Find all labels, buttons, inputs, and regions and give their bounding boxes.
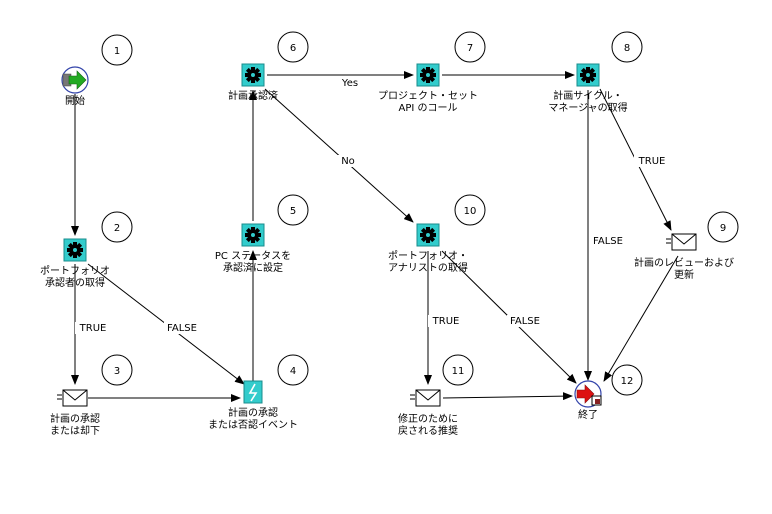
gear-icon bbox=[245, 67, 261, 83]
node-label: 計画サイクル・ bbox=[553, 89, 623, 102]
node-label: 終了 bbox=[578, 408, 598, 421]
step-number: 2 bbox=[114, 223, 120, 234]
edge-line bbox=[603, 255, 679, 382]
edge-n6-n10: No bbox=[264, 88, 414, 223]
edge-label: TRUE bbox=[432, 316, 460, 327]
edge-label-bg bbox=[75, 322, 111, 334]
step-number-badge: 2 bbox=[101, 211, 133, 243]
edge-n9-end bbox=[603, 255, 679, 382]
step-number: 5 bbox=[290, 206, 296, 217]
edge-line bbox=[442, 392, 573, 401]
gear-icon bbox=[245, 227, 261, 243]
step-number-badge: 12 bbox=[611, 364, 643, 396]
edge-label-bg bbox=[428, 315, 464, 327]
edge-label: No bbox=[341, 156, 355, 167]
step-number: 4 bbox=[290, 366, 296, 377]
start-arrow-icon bbox=[61, 66, 89, 94]
node-label: 更新 bbox=[674, 268, 694, 281]
node-n8[interactable]: 計画サイクル・マネージャの取得 8 bbox=[548, 31, 643, 114]
edge-label-bg bbox=[164, 322, 200, 334]
step-number-badge: 11 bbox=[442, 354, 474, 386]
gear-icon bbox=[580, 67, 596, 83]
envelope-icon bbox=[666, 233, 697, 251]
node-label: ポートフォリオ bbox=[40, 265, 110, 277]
end-arrow-icon bbox=[574, 380, 602, 408]
step-number-badge: 6 bbox=[277, 31, 309, 63]
gear-icon bbox=[67, 242, 83, 258]
step-number: 10 bbox=[464, 206, 477, 217]
node-label: 計画の承認 bbox=[50, 412, 100, 425]
node-start[interactable]: 開始 1 bbox=[61, 34, 133, 107]
node-label: 開始 bbox=[65, 94, 85, 107]
node-end[interactable]: 終了 12 bbox=[574, 364, 643, 421]
event-icon-frame bbox=[243, 380, 263, 404]
step-number-badge: 5 bbox=[277, 194, 309, 226]
step-number-badge: 1 bbox=[101, 34, 133, 66]
edge-n11-end bbox=[442, 392, 573, 401]
node-label: または却下 bbox=[50, 425, 100, 437]
edge-n2-n3: TRUE bbox=[71, 264, 111, 385]
node-label: 計画のレビューおよび bbox=[634, 256, 734, 269]
lightning-icon bbox=[248, 383, 258, 402]
step-number: 12 bbox=[621, 376, 634, 387]
node-n6[interactable]: 計画承認済 6 bbox=[228, 31, 309, 102]
gear-icon bbox=[420, 227, 436, 243]
edge-label-bg bbox=[507, 315, 543, 327]
node-label: ポートフォリオ・ bbox=[388, 250, 468, 262]
step-number: 9 bbox=[720, 223, 726, 234]
edge-label: FALSE bbox=[510, 316, 540, 327]
node-label: 承認済に設定 bbox=[223, 261, 283, 274]
step-number: 11 bbox=[452, 366, 465, 377]
gear-icon bbox=[420, 67, 436, 83]
step-number-badge: 8 bbox=[611, 31, 643, 63]
edge-n8-n9: TRUE bbox=[599, 88, 672, 231]
node-label: アナリストの取得 bbox=[388, 262, 468, 274]
edge-n6-n7: Yes bbox=[267, 71, 414, 89]
step-number: 7 bbox=[467, 43, 473, 54]
step-number-badge: 10 bbox=[454, 194, 486, 226]
edge-n10-end: FALSE bbox=[441, 250, 577, 384]
step-number: 8 bbox=[624, 43, 630, 54]
node-label: 戻される推奨 bbox=[398, 424, 458, 437]
step-number-badge: 3 bbox=[101, 354, 133, 386]
edge-label-bg bbox=[332, 77, 368, 89]
edge-label-bg bbox=[590, 235, 626, 247]
edge-n8-end: FALSE bbox=[584, 90, 626, 381]
node-label: PC ステータスを bbox=[215, 250, 291, 262]
node-label: 修正のために bbox=[398, 412, 458, 425]
step-number: 3 bbox=[114, 366, 120, 377]
node-n10[interactable]: ポートフォリオ・アナリストの取得 10 bbox=[388, 194, 486, 274]
node-label: マネージャの取得 bbox=[548, 102, 627, 114]
step-number-badge: 4 bbox=[277, 354, 309, 386]
node-label: 承認者の取得 bbox=[45, 276, 105, 289]
edge-label-bg bbox=[634, 155, 670, 167]
node-label: 計画承認済 bbox=[228, 89, 278, 102]
edge-label: FALSE bbox=[167, 323, 197, 334]
edge-label: TRUE bbox=[79, 323, 107, 334]
edge-label-bg bbox=[330, 155, 366, 167]
edge-label: FALSE bbox=[593, 236, 623, 247]
edge-n2-n4: FALSE bbox=[87, 263, 245, 385]
edge-label: TRUE bbox=[638, 156, 666, 167]
node-label: プロジェクト・セット bbox=[378, 90, 478, 102]
node-label: または否認イベント bbox=[208, 418, 298, 431]
step-number-badge: 7 bbox=[454, 31, 486, 63]
edge-n10-n11: TRUE bbox=[424, 251, 464, 385]
envelope-icon bbox=[57, 389, 88, 407]
node-label: 計画の承認 bbox=[228, 406, 278, 419]
step-number-badge: 9 bbox=[707, 211, 739, 243]
edge-label: Yes bbox=[341, 78, 358, 89]
step-number: 1 bbox=[114, 46, 120, 57]
envelope-icon bbox=[410, 389, 441, 407]
step-number: 6 bbox=[290, 43, 296, 54]
node-label: API のコール bbox=[399, 103, 458, 114]
